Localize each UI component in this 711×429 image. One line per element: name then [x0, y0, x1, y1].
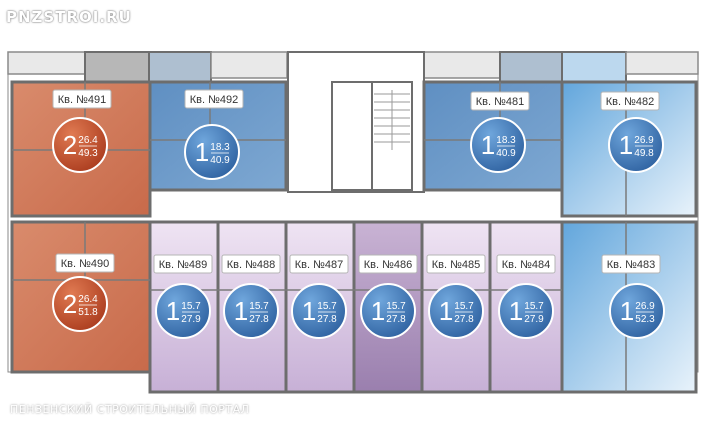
apartment-badge — [608, 117, 664, 173]
apartment-label: Кв. №484 — [502, 259, 551, 271]
apartment-badge — [470, 117, 526, 173]
balcony — [561, 51, 627, 83]
room-count: 1 — [234, 296, 248, 326]
apartment-label-box — [600, 91, 660, 111]
apartment-badge — [609, 283, 665, 339]
portal-watermark: ПЕНЗЕНСКИЙ СТРОИТЕЛЬНЫЙ ПОРТАЛ — [10, 403, 250, 416]
apartment-label-box — [358, 254, 418, 274]
room-count: 1 — [439, 296, 453, 326]
stair-steps — [374, 90, 410, 150]
apartment-badge — [52, 117, 108, 173]
apartment-badge — [223, 283, 279, 339]
apartment-badge — [360, 283, 416, 339]
balcony — [210, 51, 288, 79]
living-area: 15.7 — [524, 301, 544, 312]
balcony — [84, 51, 150, 83]
room-count: 1 — [481, 130, 495, 160]
total-area: 40.9 — [210, 155, 230, 166]
total-area: 49.3 — [78, 148, 98, 159]
site-watermark: PNZSTROI.RU — [6, 8, 132, 26]
room-count: 2 — [63, 130, 77, 160]
total-area: 49.8 — [634, 148, 654, 159]
total-area: 27.8 — [317, 314, 337, 325]
living-area: 18.3 — [496, 135, 516, 146]
apartment-label: Кв. №489 — [159, 259, 208, 271]
living-area: 18.3 — [210, 142, 230, 153]
living-area: 15.7 — [454, 301, 474, 312]
room-count: 1 — [619, 130, 633, 160]
apartment-label: Кв. №481 — [476, 96, 525, 108]
apartment-badge — [291, 283, 347, 339]
living-area: 15.7 — [386, 301, 406, 312]
apartment-label: Кв. №488 — [227, 259, 276, 271]
living-area: 26.4 — [78, 294, 98, 305]
room-count: 1 — [509, 296, 523, 326]
apartment-badge — [155, 283, 211, 339]
total-area: 27.8 — [386, 314, 406, 325]
apartment-label: Кв. №485 — [432, 259, 481, 271]
total-area: 51.8 — [78, 307, 98, 318]
apartment-label: Кв. №491 — [58, 94, 107, 106]
total-area: 27.8 — [454, 314, 474, 325]
apartment-label: Кв. №490 — [61, 258, 110, 270]
room-count: 1 — [302, 296, 316, 326]
apartment-label-box — [184, 89, 244, 109]
apartment-badge — [184, 124, 240, 180]
apartment-label-box — [601, 254, 661, 274]
total-area: 27.8 — [249, 314, 269, 325]
room-count: 1 — [620, 296, 634, 326]
balcony — [148, 51, 212, 83]
apartment-label: Кв. №482 — [606, 96, 655, 108]
apartment-label-box — [52, 89, 112, 109]
apartment-badge — [428, 283, 484, 339]
balcony — [423, 51, 501, 79]
room-count: 2 — [63, 289, 77, 319]
apartment-label-box — [426, 254, 486, 274]
total-area: 52.3 — [635, 314, 655, 325]
balcony — [625, 51, 699, 75]
room-count: 1 — [195, 137, 209, 167]
apartment-label: Кв. №486 — [364, 259, 413, 271]
living-area: 15.7 — [249, 301, 269, 312]
living-area: 15.7 — [181, 301, 201, 312]
apartment-label-box — [496, 254, 556, 274]
apartment-label: Кв. №483 — [607, 259, 656, 271]
apartment-label-box — [55, 253, 115, 273]
total-area: 27.9 — [181, 314, 201, 325]
apartment-badge — [52, 276, 108, 332]
total-area: 27.9 — [524, 314, 544, 325]
apartment-label: Кв. №492 — [190, 94, 239, 106]
living-area: 26.9 — [635, 301, 655, 312]
apartment-label: Кв. №487 — [295, 259, 344, 271]
apartment-label-box — [153, 254, 213, 274]
apartment-label-box — [289, 254, 349, 274]
living-area: 15.7 — [317, 301, 337, 312]
apartment-badge — [498, 283, 554, 339]
living-area: 26.4 — [78, 135, 98, 146]
room-count: 1 — [371, 296, 385, 326]
room-count: 1 — [166, 296, 180, 326]
apartment-label-box — [221, 254, 281, 274]
total-area: 40.9 — [496, 148, 516, 159]
apartment-label-box — [470, 91, 530, 111]
living-area: 26.9 — [634, 135, 654, 146]
elevator-shaft — [331, 81, 373, 191]
balcony — [499, 51, 563, 83]
